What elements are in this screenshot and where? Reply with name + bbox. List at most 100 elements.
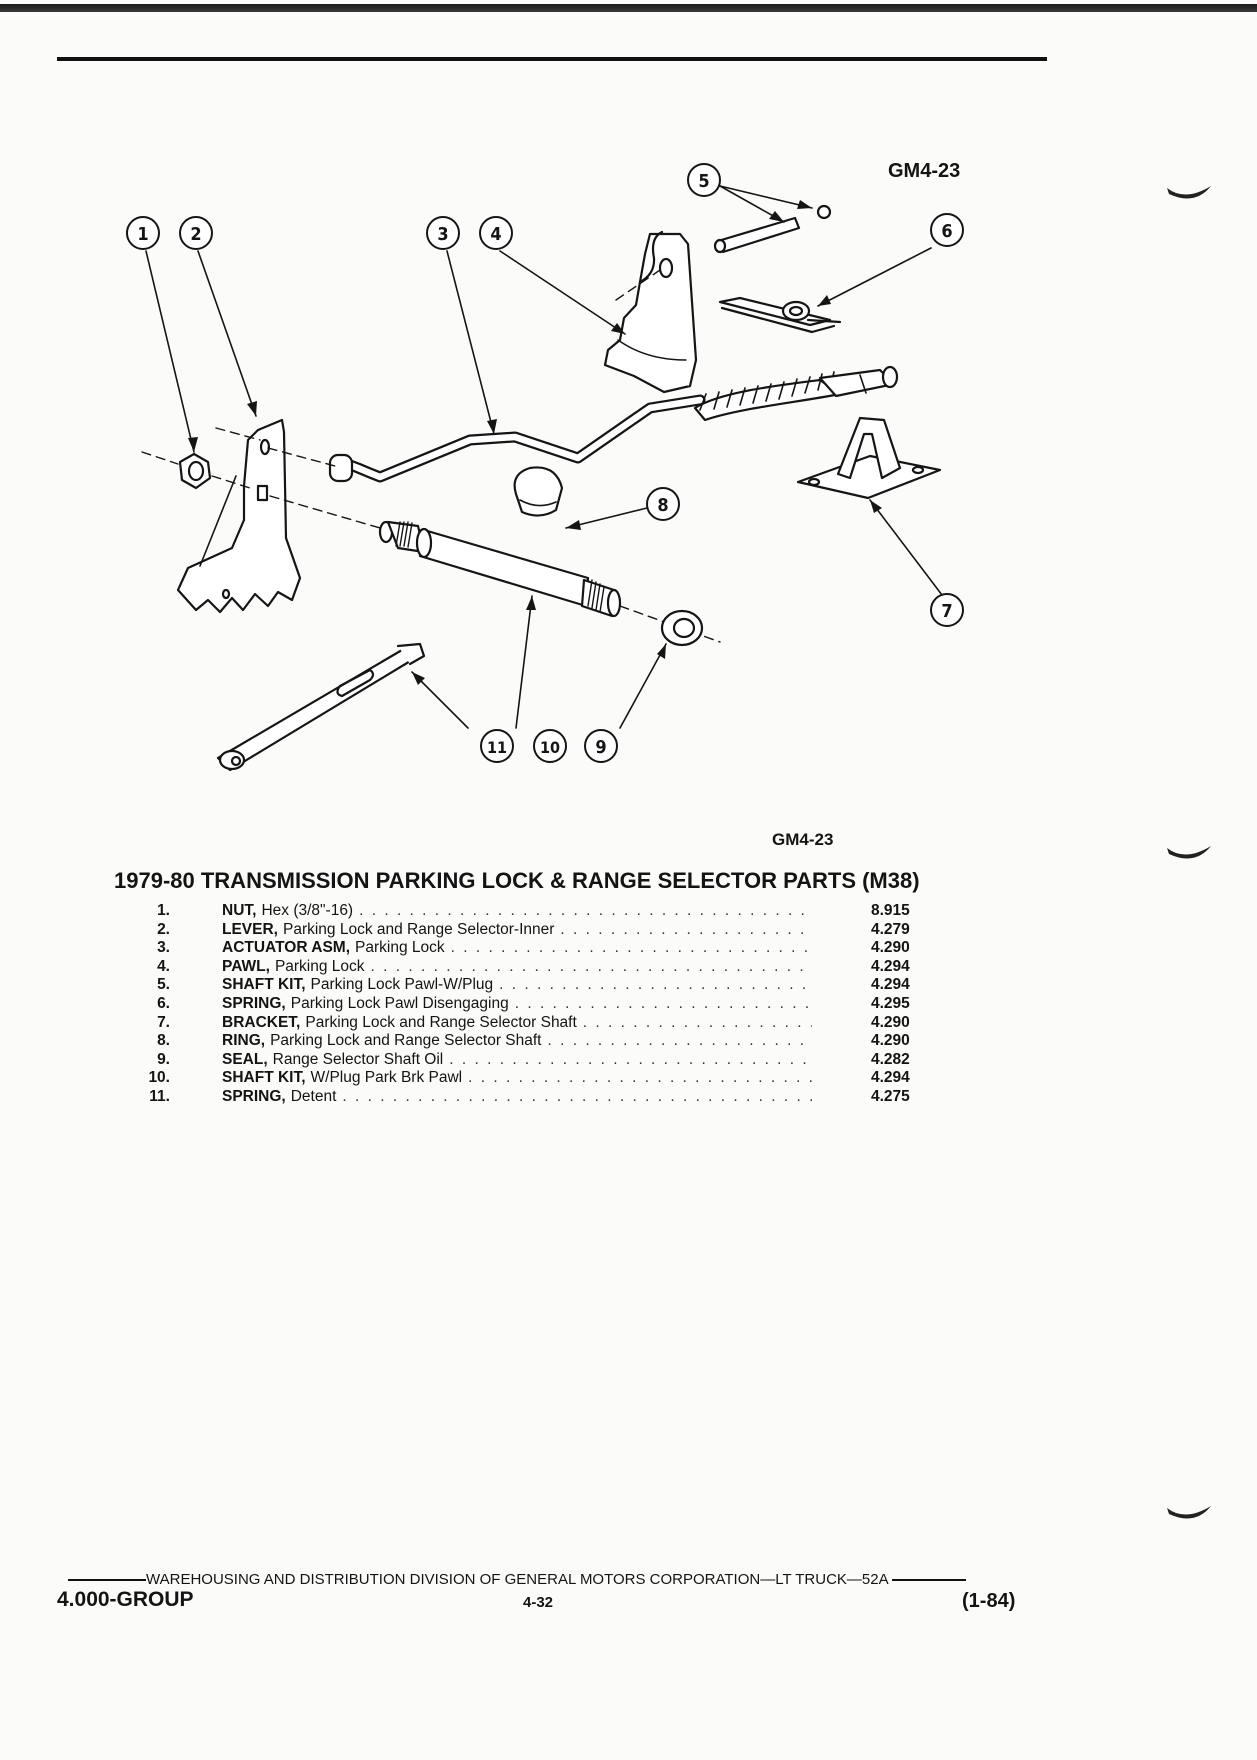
part-group-ref: 4.279 [871, 920, 910, 938]
part-description: SEAL,Range Selector Shaft Oil [222, 1051, 812, 1069]
part-detail: Parking Lock Pawl Disengaging [290, 994, 509, 1012]
part-group-ref: 4.294 [871, 957, 910, 975]
part-group-ref: 4.290 [871, 1032, 910, 1050]
part-row: 4. PAWL,Parking Lock 4.294 [126, 958, 1026, 977]
part-group-ref: 4.294 [871, 1069, 910, 1087]
exploded-parts-diagram: 1 2 3 4 5 6 7 8 9 10 11 [126, 163, 964, 772]
part-group-ref: 4.275 [871, 1087, 910, 1105]
leader-arrowheads [188, 200, 882, 685]
part-lever-inner [176, 418, 336, 614]
dot-leader [515, 995, 812, 1013]
part-detail: Hex (3/8"-16) [261, 902, 354, 919]
part-row: 9. SEAL,Range Selector Shaft Oil 4.282 [126, 1051, 1026, 1070]
part-name: SHAFT KIT, [222, 1069, 306, 1087]
part-name: SEAL, [222, 1050, 268, 1068]
dot-leader [342, 1088, 812, 1106]
part-number: 6. [157, 994, 170, 1012]
callout-6: 6 [941, 221, 952, 242]
part-description: BRACKET,Parking Lock and Range Selector … [222, 1014, 812, 1032]
footer-page-number: 4-32 [523, 1594, 554, 1611]
part-number: 10. [148, 1069, 170, 1087]
dot-leader [560, 921, 812, 939]
dot-leader [449, 1051, 812, 1069]
part-row: 2. LEVER,Parking Lock and Range Selector… [126, 921, 1026, 940]
part-number: 5. [157, 976, 170, 994]
part-number: 4. [157, 957, 170, 975]
part-detail: Parking Lock [274, 957, 365, 975]
part-pawl-parking-lock [603, 230, 698, 394]
part-description: ACTUATOR ASM,Parking Lock [222, 939, 812, 957]
dot-leader [371, 958, 812, 976]
callout-1: 1 [137, 224, 148, 245]
part-ring-shaft [513, 466, 564, 517]
figure-id-top: GM4-23 [888, 160, 961, 182]
part-seal-oil [660, 609, 704, 647]
part-detail: W/Plug Park Brk Pawl [310, 1069, 463, 1087]
footer-rule-right [891, 1579, 966, 1582]
part-bracket-shaft [796, 416, 942, 500]
part-nut-hex [141, 451, 251, 490]
footer-rule-left [68, 1579, 146, 1582]
part-name: RING, [222, 1032, 266, 1050]
part-number: 3. [157, 939, 170, 957]
figure-id-bottom: GM4-23 [772, 830, 834, 849]
footer-division-line: WAREHOUSING AND DISTRIBUTION DIVISION OF… [68, 1571, 1023, 1588]
binder-hole-mark [1167, 186, 1211, 199]
part-number: 2. [157, 920, 170, 938]
part-row: 8. RING,Parking Lock and Range Selector … [126, 1032, 1026, 1051]
footer-revision-date: (1-84) [962, 1590, 1016, 1612]
part-group-ref: 4.294 [871, 976, 910, 994]
part-detail: Parking Lock and Range Selector Shaft [270, 1032, 542, 1050]
part-detail: Parking Lock Pawl-W/Plug [310, 976, 494, 994]
parts-list-title: 1979-80 TRANSMISSION PARKING LOCK & RANG… [114, 868, 920, 893]
part-name: SHAFT KIT, [222, 976, 306, 994]
part-description: NUT,Hex (3/8"-16) [222, 902, 812, 920]
part-detail: Parking Lock and Range Selector Shaft [305, 1013, 577, 1031]
part-group-ref: 4.282 [871, 1050, 910, 1068]
callout-4: 4 [490, 224, 501, 245]
part-detail: Parking Lock [355, 939, 445, 957]
part-row: 1. NUT,Hex (3/8"-16) 8.915 [126, 902, 1026, 921]
part-spring-detent [216, 642, 426, 772]
part-row: 11. SPRING,Detent 4.275 [126, 1088, 1026, 1107]
callout-circles [126, 163, 964, 763]
part-number: 8. [157, 1032, 170, 1050]
part-shaft-kit-park-brk-pawl [269, 495, 721, 643]
part-row: 3. ACTUATOR ASM,Parking Lock 4.290 [126, 939, 1026, 958]
callout-3: 3 [437, 224, 448, 245]
part-detail: Parking Lock and Range Selector-Inner [282, 920, 555, 938]
part-description: SHAFT KIT,W/Plug Park Brk Pawl [222, 1069, 812, 1087]
footer-division-text: WAREHOUSING AND DISTRIBUTION DIVISION OF… [146, 1571, 888, 1588]
part-group-ref: 8.915 [871, 902, 910, 919]
part-name: LEVER, [222, 920, 278, 938]
part-name: PAWL, [222, 957, 270, 975]
part-spring-pawl-disengaging [718, 296, 842, 334]
dot-leader [499, 976, 812, 994]
part-number: 7. [157, 1013, 170, 1031]
callout-5: 5 [698, 171, 709, 192]
binder-hole-mark [1167, 1506, 1211, 1519]
part-name: ACTUATOR ASM, [222, 939, 351, 957]
part-group-ref: 4.295 [871, 994, 910, 1012]
part-number: 11. [149, 1087, 170, 1105]
parts-list: 1. NUT,Hex (3/8"-16) 8.915 2. LEVER,Park… [126, 902, 1026, 1107]
part-description: LEVER,Parking Lock and Range Selector-In… [222, 921, 812, 939]
part-description: RING,Parking Lock and Range Selector Sha… [222, 1032, 812, 1050]
callout-7: 7 [941, 601, 952, 622]
part-description: SPRING,Parking Lock Pawl Disengaging [222, 995, 812, 1013]
binder-hole-mark [1167, 846, 1211, 859]
part-number: 9. [157, 1050, 170, 1068]
footer-group-label: 4.000-GROUP [57, 1588, 194, 1611]
part-name: SPRING, [222, 994, 286, 1012]
part-number: 1. [157, 902, 170, 919]
callout-8: 8 [657, 495, 668, 516]
part-group-ref: 4.290 [871, 939, 910, 957]
callout-11: 11 [487, 738, 507, 757]
dot-leader [451, 939, 812, 957]
part-row: 6. SPRING,Parking Lock Pawl Disengaging … [126, 995, 1026, 1014]
part-detail: Range Selector Shaft Oil [272, 1050, 444, 1068]
part-detail: Detent [290, 1087, 337, 1105]
part-row: 5. SHAFT KIT,Parking Lock Pawl-W/Plug 4.… [126, 976, 1026, 995]
callout-2: 2 [190, 224, 201, 245]
callout-10: 10 [540, 738, 560, 757]
